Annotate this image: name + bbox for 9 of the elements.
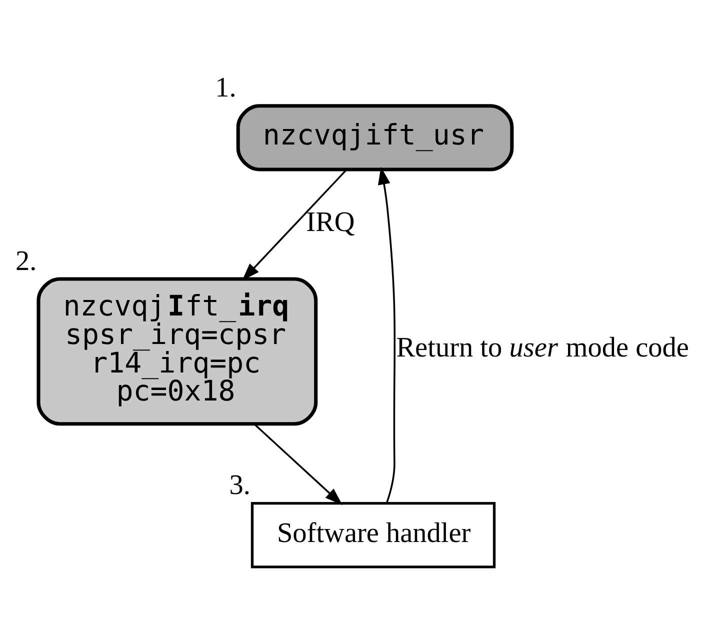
edge-label: IRQ [306, 206, 355, 238]
node-box: Software handler [250, 502, 496, 568]
arrow [378, 166, 396, 504]
edge-label: Return to user mode code [396, 332, 689, 364]
node-label: 1. [215, 72, 236, 104]
node-label: 3. [229, 470, 250, 502]
node-label: 2. [16, 246, 37, 277]
node-box: nzcvqjift_usr [236, 104, 514, 172]
arrow [254, 423, 342, 506]
